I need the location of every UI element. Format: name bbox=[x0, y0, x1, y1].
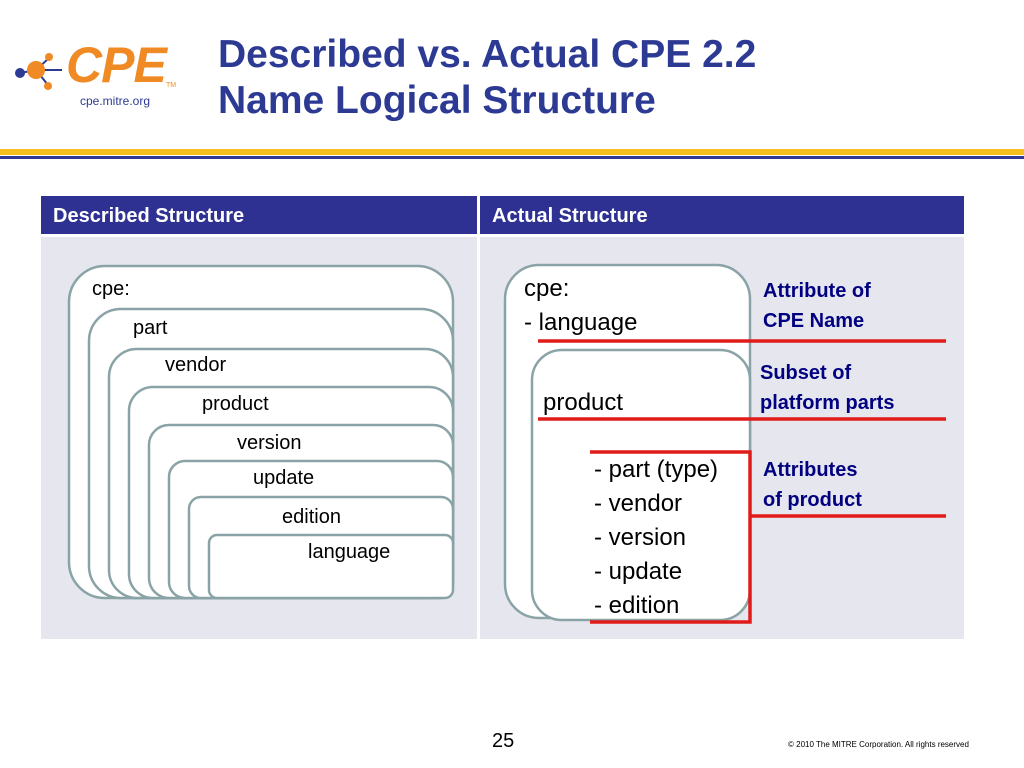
slide-title: Described vs. Actual CPE 2.2 Name Logica… bbox=[218, 32, 756, 124]
logo-trademark: TM bbox=[166, 82, 177, 89]
page-number: 25 bbox=[492, 730, 515, 752]
box-language bbox=[207, 533, 455, 600]
level-cpe: cpe: bbox=[92, 278, 130, 300]
note-3-line-2: of product bbox=[763, 489, 862, 511]
attr-vendor: - vendor bbox=[594, 490, 683, 517]
actual-language-label: - language bbox=[524, 309, 638, 336]
level-vendor: vendor bbox=[165, 354, 227, 376]
header-described-structure: Described Structure bbox=[41, 196, 477, 234]
note-subset-of-platform-parts: Subset of platform parts bbox=[760, 358, 894, 418]
note-3-line-1: Attributes bbox=[763, 459, 858, 481]
attr-part-type: - part (type) bbox=[594, 456, 719, 483]
header-actual-structure: Actual Structure bbox=[480, 196, 964, 234]
logo-url: cpe.mitre.org bbox=[80, 94, 151, 108]
title-divider-blue bbox=[0, 156, 1024, 159]
attr-update: - update bbox=[594, 558, 683, 585]
highlight-bracket-product-attrs bbox=[590, 450, 752, 624]
level-version: version bbox=[237, 432, 302, 454]
note-1-line-2: CPE Name bbox=[763, 310, 865, 332]
cpe-logo-molecule-icon bbox=[15, 53, 62, 90]
actual-cpe-label: cpe: bbox=[524, 275, 570, 302]
level-update: update bbox=[253, 467, 315, 489]
level-product: product bbox=[202, 393, 269, 415]
logo-text: CPE bbox=[66, 37, 167, 93]
title-line-2: Name Logical Structure bbox=[218, 79, 656, 122]
title-line-1: Described vs. Actual CPE 2.2 bbox=[218, 33, 757, 76]
note-attributes-of-product: Attributes of product bbox=[763, 455, 862, 515]
level-part: part bbox=[133, 317, 168, 339]
level-edition: edition bbox=[282, 506, 341, 528]
title-divider-gold bbox=[0, 149, 1024, 155]
actual-product-label: product bbox=[543, 389, 624, 416]
level-language: language bbox=[308, 541, 391, 563]
note-2-line-1: Subset of bbox=[760, 362, 852, 384]
attr-version: - version bbox=[594, 524, 687, 551]
note-attribute-of-cpe-name: Attribute of CPE Name bbox=[763, 276, 871, 336]
note-1-line-1: Attribute of bbox=[763, 280, 871, 302]
actual-outer-text: cpe: - language bbox=[524, 272, 637, 340]
product-attribute-list: - part (type) - vendor - version - updat… bbox=[594, 453, 718, 623]
note-2-line-2: platform parts bbox=[760, 392, 895, 414]
attr-edition: - edition bbox=[594, 592, 680, 619]
copyright-notice: © 2010 The MITRE Corporation. All rights… bbox=[788, 740, 969, 749]
